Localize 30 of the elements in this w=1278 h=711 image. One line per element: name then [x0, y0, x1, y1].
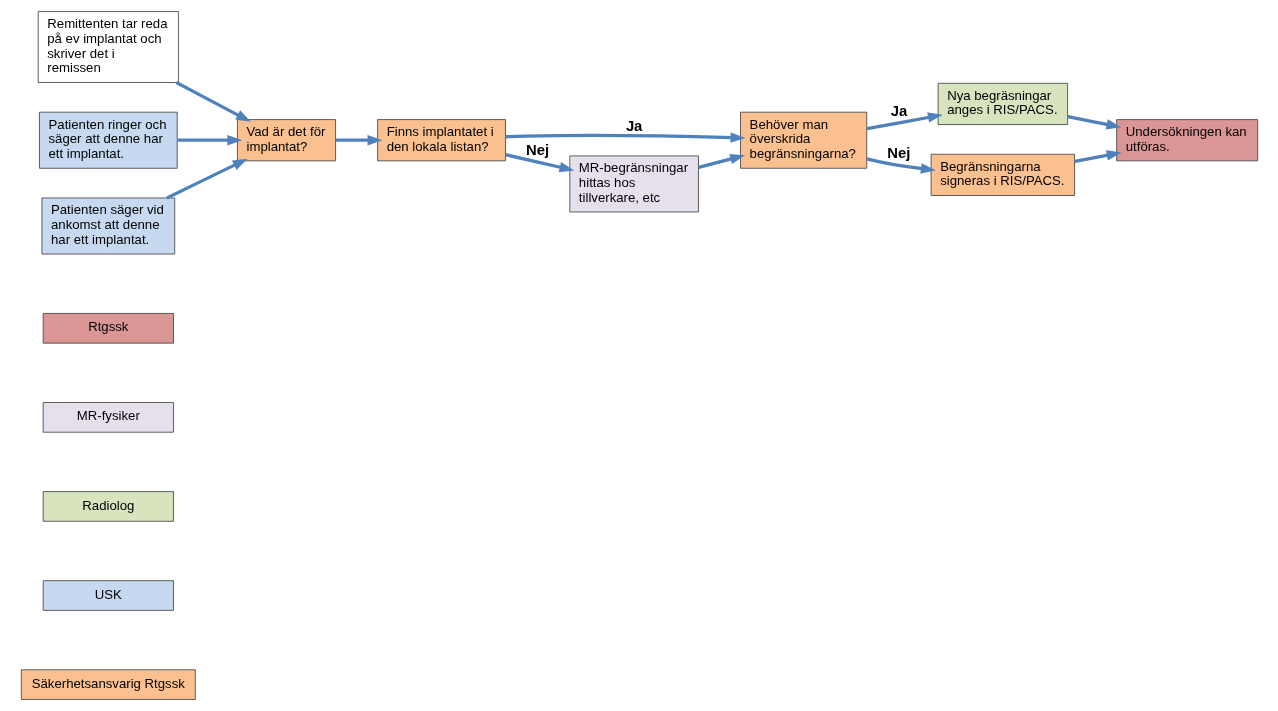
node-box: Undersökningen kan utföras. — [1115, 119, 1258, 162]
arrow — [175, 81, 251, 122]
edge-label: Nej — [886, 144, 910, 161]
arrow — [1067, 115, 1121, 130]
node-box: Finns implantatet i den lokala listan? — [376, 119, 506, 162]
arrow — [866, 112, 943, 131]
arrow — [866, 157, 936, 174]
node-box: Patienten säger vid ankomst att denne har ett implantat. — [41, 197, 175, 255]
node-box: Remittenten tar reda på ev implantat och skriver det i remissen — [37, 11, 179, 83]
legend-label: MR-fysiker — [76, 408, 140, 424]
legend-label: Radiolog — [81, 497, 134, 513]
arrow — [505, 132, 745, 143]
arrow — [176, 135, 242, 146]
node-box: MR-begränsningar hittas hos tillverkare, etc — [568, 155, 699, 213]
edge-label: Ja — [890, 102, 907, 119]
node-box: Behöver man överskrida begränsningarna? — [739, 111, 867, 169]
legend-label: USK — [94, 586, 122, 602]
node-box: Vad är det för implantat? — [236, 119, 336, 162]
arrow — [697, 153, 745, 169]
node-box: Patienten ringer och säger att denne har ett implantat. — [38, 111, 178, 169]
edge-label: Nej — [525, 141, 549, 158]
edge-label: Ja — [625, 117, 642, 134]
arrow — [165, 158, 248, 200]
legend-label: Säkerhetsansvarig Rtgssk — [31, 675, 185, 691]
arrow — [504, 153, 574, 173]
node-box: Nya begräsningar anges i RIS/PACS. — [937, 82, 1068, 125]
arrow — [1074, 150, 1121, 163]
arrow — [335, 135, 382, 146]
node-box: Begränsningarna signeras i RIS/PACS. — [930, 153, 1075, 196]
legend-label: Rtgssk — [87, 319, 128, 335]
